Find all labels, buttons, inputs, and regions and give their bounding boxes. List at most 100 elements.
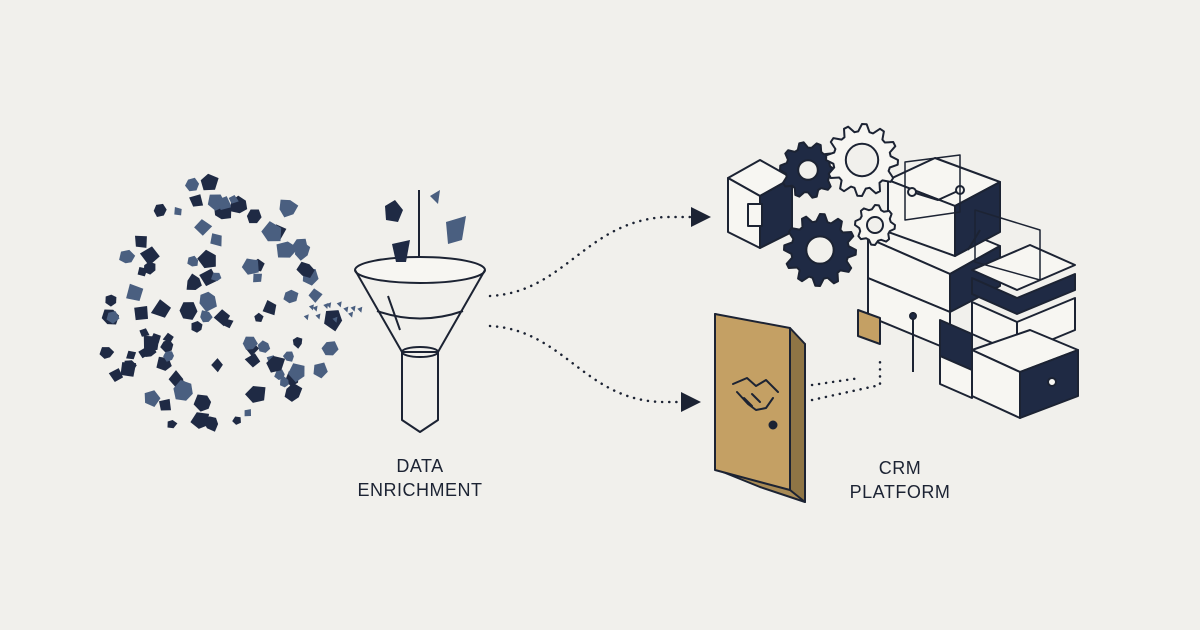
gear-hub: [866, 216, 884, 234]
data-shape: [193, 394, 212, 412]
data-shape: [106, 311, 120, 324]
data-shape: [134, 306, 148, 321]
data-enrichment-label-line2: ENRICHMENT: [357, 480, 483, 500]
dotted-arrows: [488, 207, 882, 412]
data-shape: [261, 221, 282, 242]
data-shape: [173, 380, 193, 401]
data-shape: [332, 316, 338, 323]
crm-platform-label-line2: PLATFORM: [849, 482, 951, 502]
data-shape: [139, 328, 150, 337]
data-shape: [135, 235, 147, 248]
data-shape: [210, 233, 222, 247]
data-enrichment-label-line1: DATA: [396, 456, 444, 476]
data-shape: [274, 369, 285, 380]
data-shape: [242, 336, 258, 350]
data-shape: [350, 305, 356, 312]
data-shape: [303, 314, 309, 321]
crm-platform-label: CRM PLATFORM: [830, 456, 970, 504]
funnel-icon: [354, 190, 486, 433]
data-shape: [244, 353, 261, 368]
data-shape: [120, 362, 137, 377]
data-shape: [203, 416, 219, 432]
data-shape: [191, 321, 203, 333]
handshake-icon: [732, 377, 779, 411]
data-enrichment-label: DATA ENRICHMENT: [320, 454, 520, 502]
data-shape: [139, 246, 160, 266]
door-connection: [810, 358, 882, 402]
data-shape: [324, 310, 343, 332]
crm-blocks-icon: [727, 154, 1079, 419]
data-shape: [159, 398, 171, 411]
data-shape: [308, 304, 314, 311]
data-shape: [189, 194, 204, 207]
data-shape: [174, 207, 182, 216]
data-shape: [99, 347, 115, 359]
data-shape: [186, 273, 202, 290]
data-shape: [200, 173, 219, 191]
data-shape: [294, 241, 311, 261]
data-shape: [163, 350, 174, 362]
data-shape: [137, 267, 148, 277]
gear-icon: [779, 123, 899, 287]
data-shape: [211, 358, 223, 373]
data-shape: [160, 339, 174, 353]
data-shape: [282, 351, 294, 362]
data-shape: [348, 311, 354, 318]
gear-hub: [805, 235, 835, 265]
dotted-arrow: [488, 324, 701, 412]
data-shape: [336, 301, 342, 308]
data-shape: [105, 294, 117, 307]
data-shape: [266, 356, 286, 373]
data-shape: [343, 306, 349, 313]
data-shape: [232, 416, 241, 425]
data-shape: [284, 382, 303, 402]
data-shape: [211, 272, 222, 282]
data-shape: [292, 337, 303, 349]
data-shape: [144, 390, 161, 407]
data-shape: [254, 312, 264, 322]
data-shape: [308, 288, 323, 303]
data-shape: [288, 363, 305, 383]
data-shape: [216, 196, 232, 210]
data-shape: [244, 409, 251, 417]
data-shape: [245, 386, 266, 403]
data-shape: [279, 199, 299, 218]
scattered-data-shapes: [99, 173, 363, 432]
data-shape: [296, 261, 315, 278]
gear-hub: [797, 159, 819, 181]
data-shape: [143, 335, 160, 352]
data-shape: [126, 350, 137, 360]
data-shape: [313, 362, 328, 379]
falling-data-shapes: [385, 190, 466, 262]
data-shape: [190, 412, 209, 429]
data-shape: [312, 305, 318, 312]
data-shape: [173, 377, 185, 387]
data-shape: [187, 255, 199, 267]
data-shape: [108, 368, 124, 382]
data-shape: [253, 273, 262, 283]
data-shape: [241, 258, 259, 275]
data-shape: [283, 289, 299, 304]
data-shape: [167, 420, 178, 429]
door-icon: [714, 313, 806, 503]
data-shape: [257, 340, 271, 353]
data-shape: [150, 299, 171, 318]
data-shape: [246, 209, 262, 224]
data-shape: [126, 283, 144, 301]
data-shape: [213, 309, 231, 327]
data-shape: [315, 313, 321, 320]
data-shape: [357, 306, 363, 313]
dotted-arrow: [488, 207, 711, 298]
data-shape: [194, 219, 213, 236]
data-shape: [179, 302, 198, 320]
data-shape: [162, 332, 174, 343]
data-shape: [153, 203, 167, 217]
data-shape: [197, 249, 216, 269]
data-shape: [200, 310, 213, 323]
data-shape: [280, 376, 289, 388]
data-shape: [199, 268, 218, 287]
gear-hub: [844, 142, 880, 178]
data-shape: [321, 341, 339, 356]
